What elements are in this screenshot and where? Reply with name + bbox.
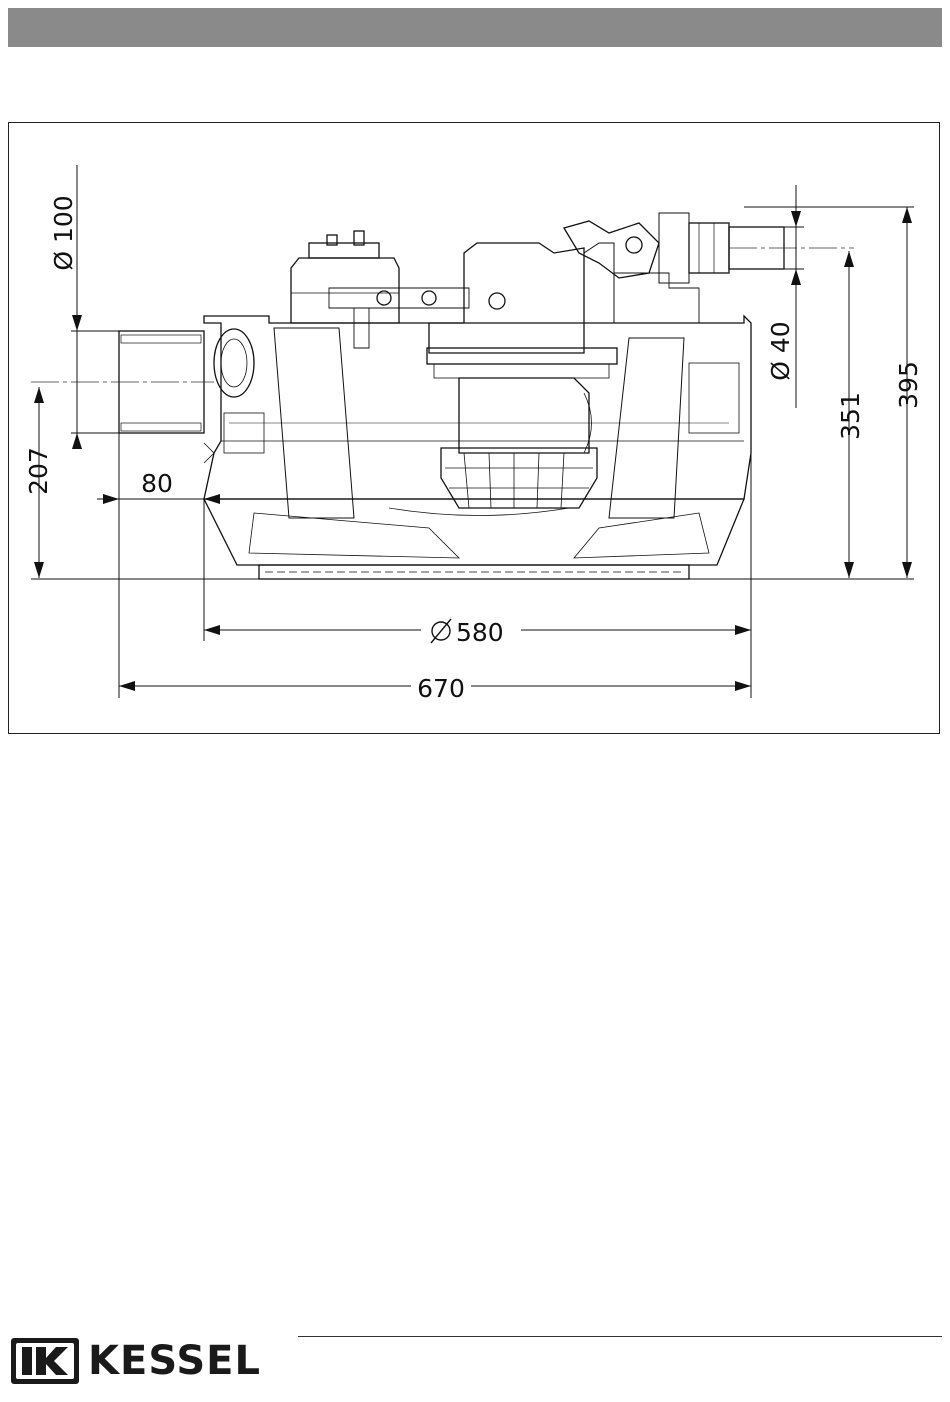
kessel-logo-icon [10, 1337, 80, 1385]
outlet-connector [689, 223, 729, 273]
technical-drawing: Ø 100 207 80 Ø 40 351 395 580 670 [8, 122, 940, 734]
pump-motor [459, 378, 589, 453]
footer-divider [298, 1336, 942, 1337]
inlet-height-label: 207 [24, 447, 53, 495]
brand-name: KESSEL [88, 1337, 261, 1385]
main-housing [204, 316, 751, 499]
body-diameter-label: 580 [456, 618, 504, 647]
pump-flange [427, 348, 617, 364]
brand-logo: KESSEL [10, 1336, 261, 1386]
drawing-canvas: Ø 100 207 80 Ø 40 351 395 580 670 [9, 123, 941, 735]
total-width-label: 670 [417, 674, 465, 703]
header-bar [8, 8, 942, 47]
outlet-height-label: 351 [836, 392, 865, 440]
outlet-diameter-label: Ø 40 [766, 321, 795, 380]
total-height-label: 395 [894, 361, 923, 409]
inlet-offset-label: 80 [141, 469, 173, 498]
inlet-diameter-label: Ø 100 [49, 195, 78, 270]
pump-housing [429, 243, 584, 353]
